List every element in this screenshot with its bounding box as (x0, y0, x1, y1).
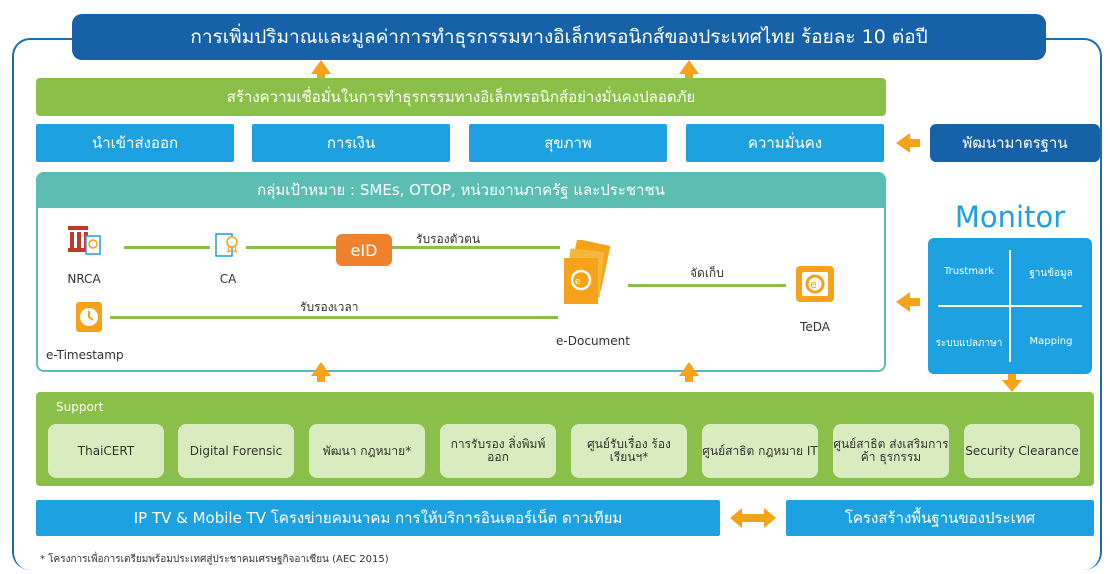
connector-line (246, 246, 338, 249)
timestamp-clock-icon (74, 300, 104, 334)
left-arrow-icon (896, 133, 910, 153)
up-arrow-stem (685, 374, 693, 382)
down-arrow-icon (1002, 380, 1022, 392)
teda-logo-icon: e (790, 264, 840, 306)
sector-import-export: นำเข้าส่งออก (36, 124, 234, 162)
store-label: จัดเก็บ (690, 266, 724, 280)
support-item: ศูนย์สาธิต กฎหมาย IT (702, 424, 818, 478)
sector-finance: การเงิน (252, 124, 450, 162)
page-title: การเพิ่มปริมาณและมูลค่าการทำธุรกรรมทางอิ… (72, 14, 1046, 60)
double-arrow-icon (730, 508, 776, 528)
up-arrow-icon (679, 362, 699, 376)
sector-security: ความมั่นคง (686, 124, 884, 162)
eid-label: รับรองตัวตน (416, 232, 481, 246)
confidence-bar: สร้างความเชื่อมั่นในการทำธุรกรรมทางอิเล็… (36, 78, 886, 116)
up-arrow-icon (679, 60, 699, 74)
support-item: พัฒนา กฎหมาย* (309, 424, 425, 478)
support-item: ศูนย์สาธิต ส่งเสริมการค้า ธุรกรรม (833, 424, 949, 478)
support-item: การรับรอง สิ่งพิมพ์ออก (440, 424, 556, 478)
teda-label: TeDA (800, 320, 830, 334)
target-group-header: กลุ่มเป้าหมาย : SMEs, OTOP, หน่วยงานภาคร… (36, 172, 886, 208)
monitor-translation: ระบบแปลภาษา (935, 338, 1003, 349)
svg-text:e: e (810, 278, 817, 291)
ca-certificate-icon (214, 230, 242, 260)
svg-text:e: e (575, 277, 581, 287)
national-infrastructure-bar: โครงสร้างพื้นฐานของประเทศ (786, 500, 1094, 536)
monitor-title: Monitor (954, 200, 1066, 234)
support-item: ThaiCERT (48, 424, 164, 478)
support-item: Digital Forensic (178, 424, 294, 478)
left-arrow-icon (896, 292, 910, 312)
monitor-panel: Trustmark ฐานข้อมูล ระบบแปลภาษา Mapping (928, 238, 1092, 374)
monitor-mapping: Mapping (1029, 336, 1073, 347)
e-document-label: e-Document (556, 334, 630, 348)
standards-box: พัฒนามาตรฐาน (930, 124, 1100, 162)
timestamp-label: e-Timestamp (46, 348, 124, 362)
connector-line (124, 246, 210, 249)
infrastructure-services-bar: IP TV & Mobile TV โครงข่ายคมนาคม การให้บ… (36, 500, 720, 536)
up-arrow-icon (311, 60, 331, 74)
sector-health: สุขภาพ (469, 124, 667, 162)
ca-label: CA (219, 272, 237, 286)
nrca-icon (66, 224, 102, 256)
support-item: Security Clearance (964, 424, 1080, 478)
up-arrow-stem (317, 72, 325, 80)
support-label: Support (56, 400, 104, 414)
monitor-divider-h (938, 305, 1082, 307)
connector-line (392, 246, 560, 249)
support-item: ศูนย์รับเรื่อง ร้องเรียนฯ* (571, 424, 687, 478)
left-arrow-stem (908, 139, 920, 147)
nrca-label: NRCA (67, 272, 101, 286)
down-arrow-stem (1008, 374, 1016, 380)
monitor-trustmark: Trustmark (944, 266, 994, 277)
up-arrow-stem (685, 72, 693, 80)
e-document-icon: e (558, 238, 616, 320)
footnote: * โครงการเพื่อการเตรียมพร้อมประเทศสู่ประ… (40, 554, 389, 565)
eid-badge: eID (336, 234, 392, 266)
up-arrow-stem (317, 374, 325, 382)
monitor-database: ฐานข้อมูล (1029, 268, 1073, 279)
connector-line (110, 316, 558, 319)
left-arrow-stem (908, 298, 920, 306)
up-arrow-icon (311, 362, 331, 376)
time-label: รับรองเวลา (300, 300, 359, 314)
connector-line (628, 284, 786, 287)
